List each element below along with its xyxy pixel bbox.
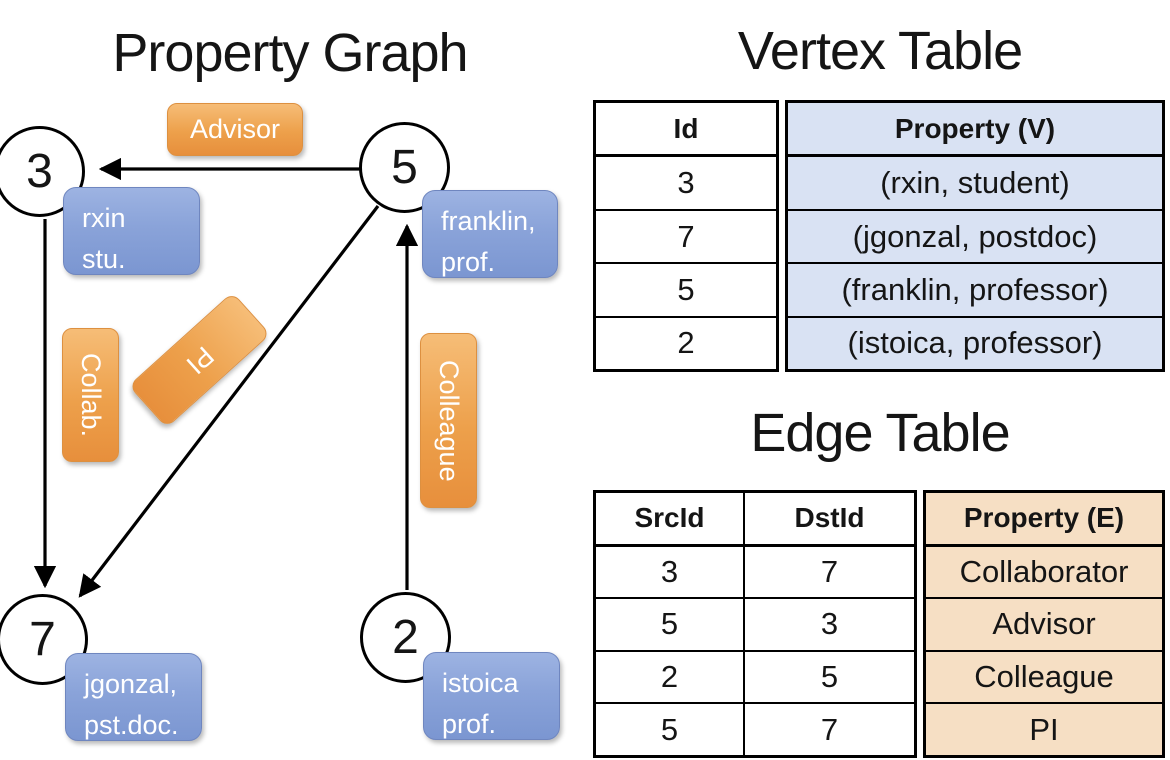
column-header-srcid: SrcId xyxy=(634,502,705,534)
edge-label-collab: Collab. xyxy=(62,328,119,462)
vertex-property-card-franklin: franklin, prof. xyxy=(422,190,558,278)
vertex-property-line: stu. xyxy=(82,243,126,274)
vertex-property-line: rxin xyxy=(82,203,126,233)
vertex-property-line: prof. xyxy=(442,708,497,739)
table-cell: PI xyxy=(926,702,1162,755)
vertex-property-line: istoica xyxy=(442,668,519,698)
column-header-dstid: DstId xyxy=(794,502,865,534)
vertex-property-card-rxin: rxin stu. xyxy=(63,187,200,275)
vertex-property-line: franklin, xyxy=(441,206,536,236)
node-id-label: 3 xyxy=(26,145,53,198)
table-cell: 7 xyxy=(745,702,914,755)
vertex-property-line: jgonzal, xyxy=(84,669,178,699)
edge-table-title: Edge Table xyxy=(750,403,1010,463)
table-cell: 5 xyxy=(596,597,743,650)
vertex-property-card-istoica: istoica prof. xyxy=(423,652,560,740)
graph-edges-canvas xyxy=(33,157,419,598)
table-cell: (istoica, professor) xyxy=(788,315,1162,369)
vertex-table-property-column: Property (V) (rxin, student) (jgonzal, p… xyxy=(788,103,1162,369)
edge-label-advisor: Advisor xyxy=(167,103,303,156)
edge-table-srcid-column: SrcId 3 5 2 5 xyxy=(596,493,743,755)
table-cell: (rxin, student) xyxy=(788,154,1162,208)
table-cell: (jgonzal, postdoc) xyxy=(788,208,1162,262)
table-cell: 7 xyxy=(745,543,914,598)
table-cell: 3 xyxy=(596,154,776,208)
table-cell: (franklin, professor) xyxy=(788,262,1162,315)
table-cell: 2 xyxy=(596,649,743,703)
vertex-property-card-jgonzal: jgonzal, pst.doc. xyxy=(65,653,202,741)
vertex-table: Id 3 7 5 2 Property (V) (rxin, student) … xyxy=(593,100,1165,372)
column-header-property-e: Property (E) xyxy=(963,502,1125,534)
edge-label-colleague: Colleague xyxy=(420,333,477,508)
edge-table-property-column: Property (E) Collaborator Advisor Collea… xyxy=(926,493,1162,755)
edge-table: SrcId 3 5 2 5 DstId 7 3 5 7 Property (E)… xyxy=(593,490,1165,758)
node-id-label: 2 xyxy=(392,611,419,664)
table-cell: 2 xyxy=(596,315,776,369)
edge-line-pi-5-to-7 xyxy=(78,205,380,598)
table-cell: Colleague xyxy=(926,649,1162,703)
table-cell: 7 xyxy=(596,208,776,262)
column-header-property-v: Property (V) xyxy=(894,112,1056,144)
property-graph-title: Property Graph xyxy=(112,23,468,83)
table-cell: 3 xyxy=(745,597,914,650)
table-cell: 5 xyxy=(596,702,743,755)
table-cell: 3 xyxy=(596,543,743,598)
column-header-id: Id xyxy=(673,112,699,144)
vertex-table-id-column: Id 3 7 5 2 xyxy=(596,103,776,369)
edge-table-dstid-column: DstId 7 3 5 7 xyxy=(743,493,914,755)
table-cell: Advisor xyxy=(926,597,1162,650)
table-cell: 5 xyxy=(596,262,776,315)
vertex-property-line: pst.doc. xyxy=(84,709,179,740)
node-id-label: 5 xyxy=(391,141,418,194)
node-id-label: 7 xyxy=(29,613,56,666)
vertex-table-title: Vertex Table xyxy=(737,21,1023,81)
table-cell: Collaborator xyxy=(926,543,1162,598)
table-cell: 5 xyxy=(745,649,914,703)
vertex-property-line: prof. xyxy=(441,246,496,277)
